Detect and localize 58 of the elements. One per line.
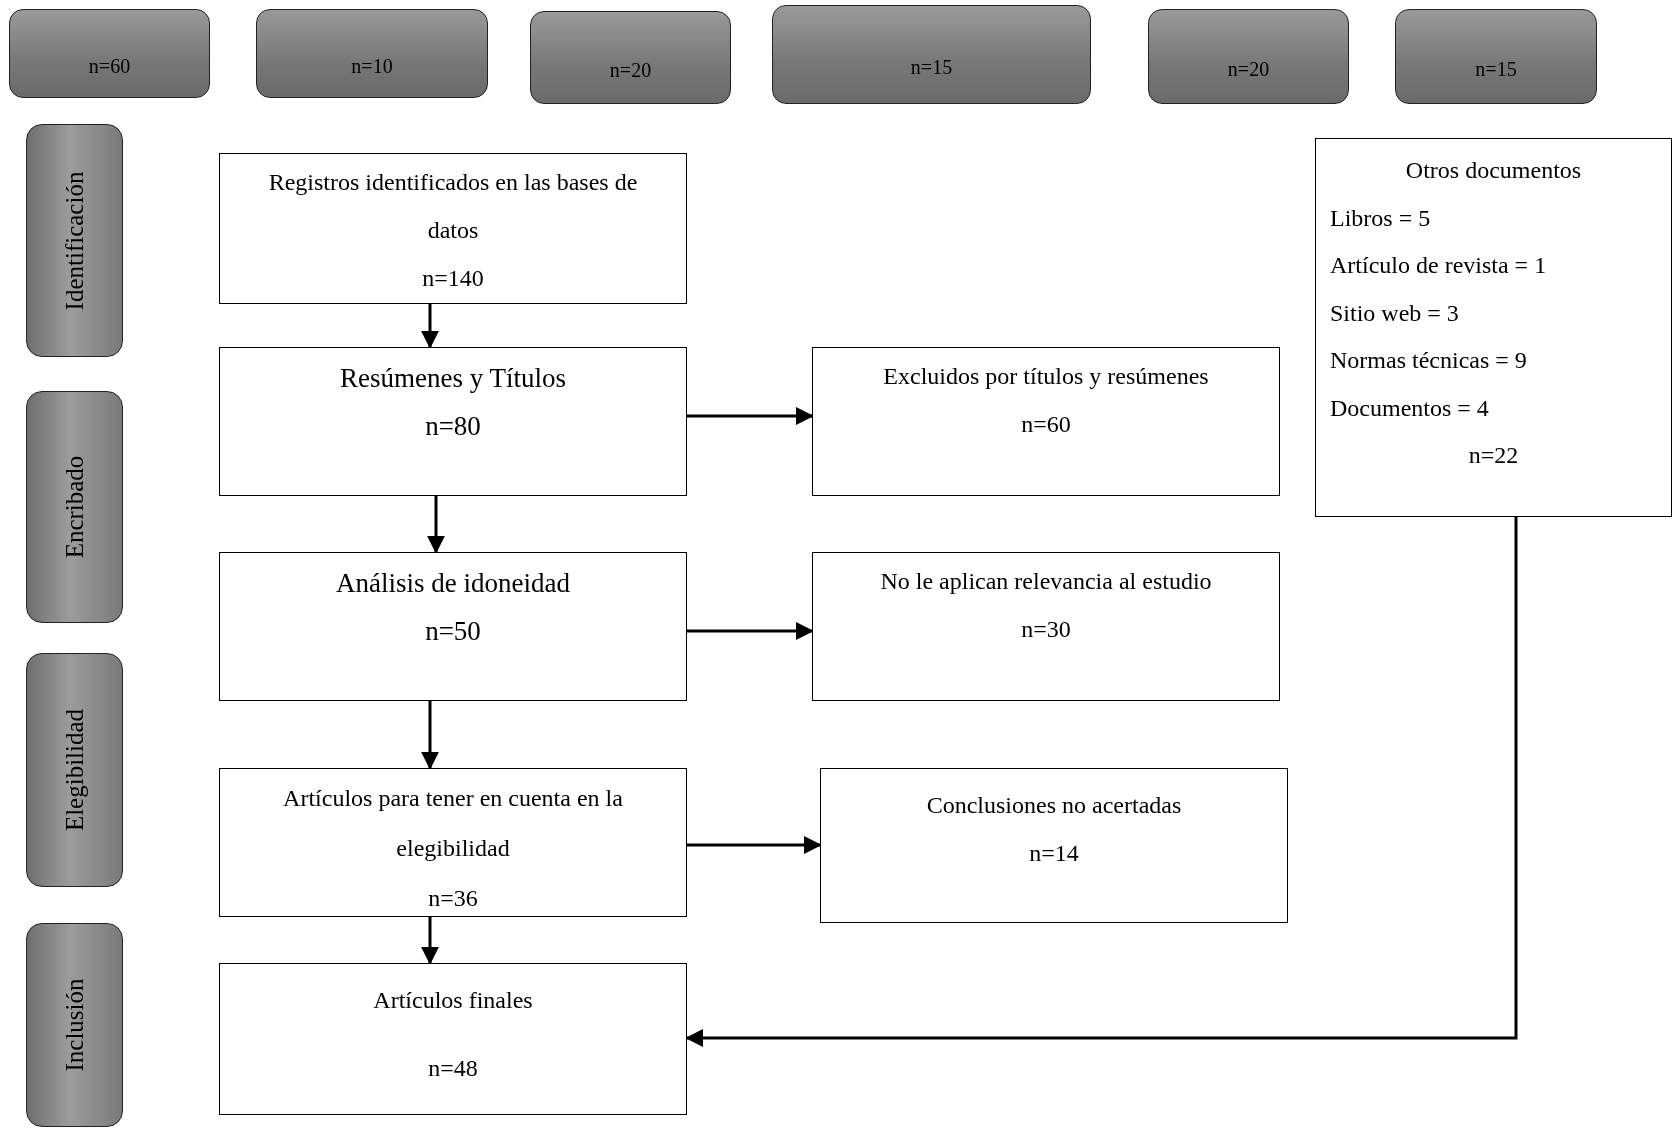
count-label: n=140 xyxy=(422,264,484,293)
list-item: Artículo de revista = 1 xyxy=(1330,251,1548,280)
list-heading: Otros documentos xyxy=(1404,156,1583,185)
phase-band xyxy=(26,653,123,887)
source-box xyxy=(772,5,1091,104)
box-title: Resúmenes y Títulos xyxy=(340,362,566,395)
box-title: n=20 xyxy=(1227,58,1270,81)
arrow xyxy=(421,917,439,965)
list-box xyxy=(1315,138,1672,517)
count-label: n=48 xyxy=(428,1054,478,1083)
phase-label: Identificación xyxy=(60,171,89,310)
arrow xyxy=(687,622,814,640)
list-item: Documentos = 4 xyxy=(1330,393,1490,423)
count-label: n=80 xyxy=(425,410,481,443)
arrow xyxy=(687,407,814,425)
phase-label: Elegibilidad xyxy=(60,708,89,832)
list-item: Libros = 5 xyxy=(1330,203,1432,233)
source-box xyxy=(1395,9,1597,104)
arrow xyxy=(421,304,439,349)
source-box xyxy=(530,11,731,104)
count-label: n=14 xyxy=(1029,839,1079,868)
phase-band xyxy=(26,923,123,1127)
box-title: Análisis de idoneidad xyxy=(336,567,570,600)
box-title: Conclusiones no acertadas xyxy=(926,791,1182,820)
box-title: n=15 xyxy=(910,56,953,79)
arrow xyxy=(421,701,439,770)
count-label: n=30 xyxy=(1021,615,1071,644)
list-item: Normas técnicas = 9 xyxy=(1330,346,1528,375)
count-label: n=60 xyxy=(1021,410,1071,439)
process-box xyxy=(219,963,687,1115)
box-title: n=60 xyxy=(88,55,131,78)
process-box xyxy=(219,768,687,917)
phase-label: Inclusión xyxy=(60,978,89,1072)
process-box xyxy=(820,768,1288,923)
box-title: n=20 xyxy=(609,59,652,82)
arrow xyxy=(685,517,1518,1047)
count-label: n=22 xyxy=(1467,441,1520,470)
box-title: Artículos finales xyxy=(373,986,533,1015)
source-box xyxy=(9,9,210,98)
source-box xyxy=(1148,9,1349,104)
process-box xyxy=(219,552,687,701)
phase-band xyxy=(26,124,123,357)
box-title: n=10 xyxy=(351,55,393,78)
list-item: Sitio web = 3 xyxy=(1330,298,1460,328)
process-box xyxy=(812,552,1280,701)
arrow xyxy=(687,836,822,854)
count-label: n=50 xyxy=(425,615,481,648)
count-label: n=36 xyxy=(428,884,478,913)
process-box xyxy=(219,347,687,496)
box-title: No le aplican relevancia al estudio xyxy=(880,567,1212,596)
phase-band xyxy=(26,391,123,623)
process-box xyxy=(219,153,687,304)
arrow xyxy=(427,496,445,554)
box-title: Excluidos por títulos y resúmenes xyxy=(883,362,1209,391)
box-title: n=15 xyxy=(1475,58,1517,81)
source-box xyxy=(256,9,488,98)
phase-label: Encribado xyxy=(60,455,89,559)
process-box xyxy=(812,347,1280,496)
